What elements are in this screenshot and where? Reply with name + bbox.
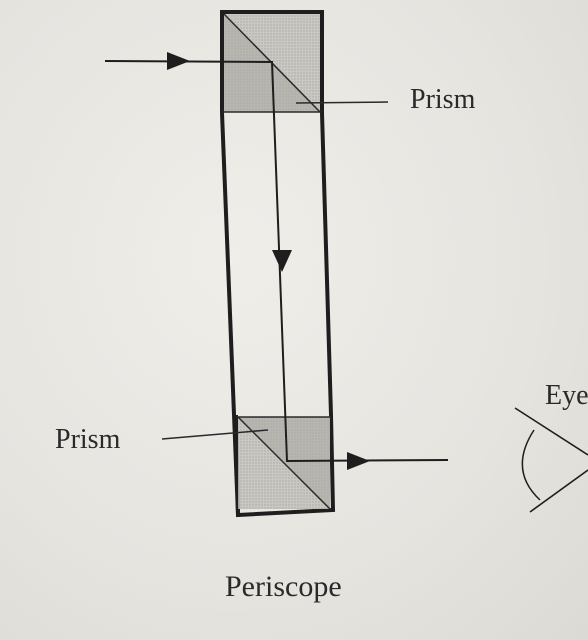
light-ray (104, 60, 449, 463)
eye-lower-lid (529, 469, 588, 513)
leader-line-prism-bottom (161, 429, 269, 440)
ray-arrow-incoming (167, 52, 190, 70)
diagram-caption: Periscope (225, 570, 342, 603)
label-prism-bottom: Prism (55, 424, 121, 455)
leader-line-prism-top (295, 101, 389, 104)
label-eye: Eye (545, 380, 588, 411)
label-prism-top: Prism (410, 84, 476, 115)
eye-icon (521, 429, 541, 501)
bottom-prism-diagonal (237, 416, 331, 510)
ray-arrow-down (272, 250, 292, 272)
tube-bottom-segment (234, 414, 336, 518)
ray-arrow-outgoing (347, 452, 370, 470)
tube-right-wall (320, 112, 333, 416)
eye-upper-lid (514, 407, 588, 456)
